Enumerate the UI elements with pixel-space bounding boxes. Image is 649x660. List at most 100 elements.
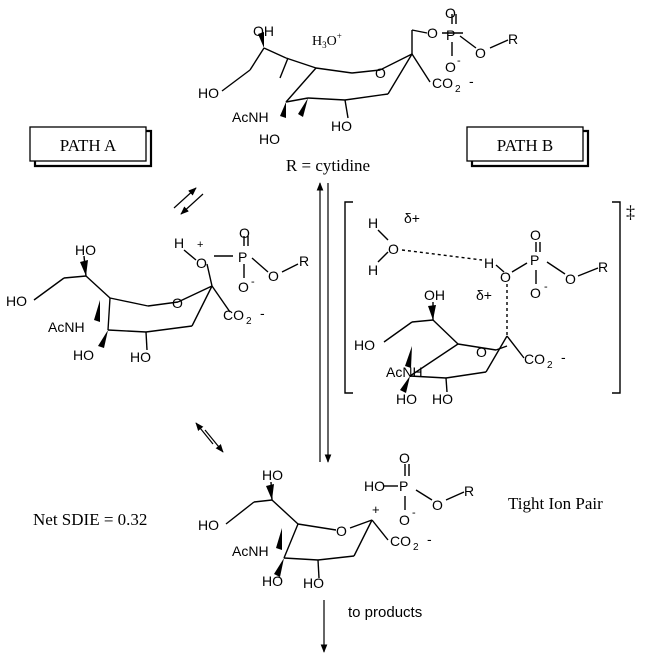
subscript-2: 2 [413, 542, 419, 553]
intermediate-wedges [80, 260, 108, 348]
atom-ho: HO [331, 118, 352, 134]
atom-oh: OH [424, 287, 445, 303]
atom-p: P [446, 27, 455, 43]
atom-ho: HO [262, 467, 283, 483]
atom-o: O [238, 279, 249, 295]
atom-o: O [475, 45, 486, 61]
central-equilibrium-arrows [316, 182, 332, 463]
r-definition: R = cytidine [286, 156, 370, 175]
ts-atoms: H H O δ+ H O O P O R O - δ+ OH HO AcNH H… [354, 210, 608, 407]
atom-r: R [299, 253, 309, 269]
cation-plus: + [372, 502, 380, 517]
hydronium-label: H3O+ [312, 31, 342, 50]
atom-r: R [598, 259, 608, 275]
path-a-box: PATH A [29, 126, 153, 168]
path-a-label: PATH A [60, 136, 117, 155]
subscript-2: 2 [246, 316, 252, 327]
substrate-structure [221, 14, 509, 119]
substrate-wedges [258, 32, 308, 118]
atom-h: H [368, 262, 378, 278]
atom-p: P [399, 478, 408, 494]
atom-ho: HO [6, 293, 27, 309]
atom-ho: HO [198, 85, 219, 101]
transferring-h: H [484, 255, 494, 271]
charge-minus: - [561, 349, 566, 365]
atom-h: H [368, 215, 378, 231]
atom-co: CO [223, 307, 244, 323]
atom-ho: HO [354, 337, 375, 353]
atom-h: H [174, 235, 184, 251]
path-a-equilibrium-arrows-bottom [195, 422, 224, 453]
atom-r: R [464, 483, 474, 499]
water-oxygen: O [388, 241, 399, 257]
atom-ho: HO [259, 131, 280, 147]
ring-oxygen: O [336, 523, 347, 539]
delta-plus-oxocarbenium: δ+ [476, 287, 492, 303]
atom-co: CO [524, 351, 545, 367]
atom-oh: OH [253, 23, 274, 39]
atom-o: O [399, 512, 410, 528]
charge-plus: + [197, 239, 203, 251]
path-b-label: PATH B [497, 136, 554, 155]
atom-o: O [445, 59, 456, 75]
atom-o: O [268, 268, 279, 284]
atom-o: O [427, 25, 438, 41]
atom-acnh: AcNH [232, 543, 269, 559]
subscript-2: 2 [547, 360, 553, 371]
atom-acnh: AcNH [232, 109, 269, 125]
transition-state-brackets [344, 201, 621, 394]
atom-o: O [239, 225, 250, 241]
protonated-intermediate-structure [33, 236, 299, 351]
intermediate-atoms: HO HO AcNH HO HO O H O + O P O R O - CO … [6, 225, 309, 365]
atom-ho: HO [364, 478, 385, 494]
atom-o-protonated: O [196, 255, 207, 271]
delta-plus-water: δ+ [404, 210, 420, 226]
phosphate-leaving-group [384, 464, 465, 510]
to-products-label: to products [348, 604, 422, 621]
atom-o: O [445, 5, 456, 21]
atom-acnh: AcNH [48, 319, 85, 335]
ring-oxygen: O [172, 295, 183, 311]
net-sdie-label: Net SDIE = 0.32 [33, 510, 147, 529]
atom-o: O [565, 271, 576, 287]
atom-o: O [530, 285, 541, 301]
atom-o: O [500, 269, 511, 285]
atom-co: CO [432, 75, 453, 91]
subscript-2: 2 [455, 84, 461, 95]
ts-wedges [400, 305, 436, 393]
charge-minus: - [427, 531, 432, 547]
atom-ho: HO [73, 347, 94, 363]
atom-ho: HO [303, 575, 324, 591]
charge-minus: - [412, 507, 416, 519]
tight-ion-pair-label: Tight Ion Pair [508, 494, 603, 513]
atom-p: P [530, 252, 539, 268]
atom-ho: HO [262, 573, 283, 589]
atom-ho: HO [396, 391, 417, 407]
charge-minus: - [469, 73, 474, 89]
path-a-equilibrium-arrows-top [173, 187, 204, 215]
atom-o: O [530, 227, 541, 243]
oxocarbenium-structure [225, 481, 389, 579]
oxocarbenium-atoms: HO HO AcNH HO HO O + CO 2 - [198, 467, 432, 591]
double-dagger: ‡ [626, 202, 635, 222]
oxocarbenium-wedges [266, 484, 284, 577]
charge-minus: - [544, 281, 548, 293]
charge-minus: - [260, 305, 265, 321]
atom-ho: HO [75, 242, 96, 258]
charge-minus: - [457, 55, 461, 67]
atom-o: O [432, 497, 443, 513]
atom-co: CO [390, 533, 411, 549]
ring-oxygen: O [476, 344, 487, 360]
phosphate-atoms: O HO P O R O - [364, 450, 474, 528]
substrate-atoms: OH HO AcNH HO HO O O O P O R O - CO 2 - [198, 5, 518, 147]
atom-o: O [399, 450, 410, 466]
charge-minus: - [251, 276, 255, 288]
path-b-box: PATH B [466, 126, 590, 168]
atom-p: P [238, 249, 247, 265]
ring-oxygen: O [375, 65, 386, 81]
atom-ho: HO [198, 517, 219, 533]
atom-r: R [508, 31, 518, 47]
atom-acnh: AcNH [386, 364, 423, 380]
atom-ho: HO [130, 349, 151, 365]
